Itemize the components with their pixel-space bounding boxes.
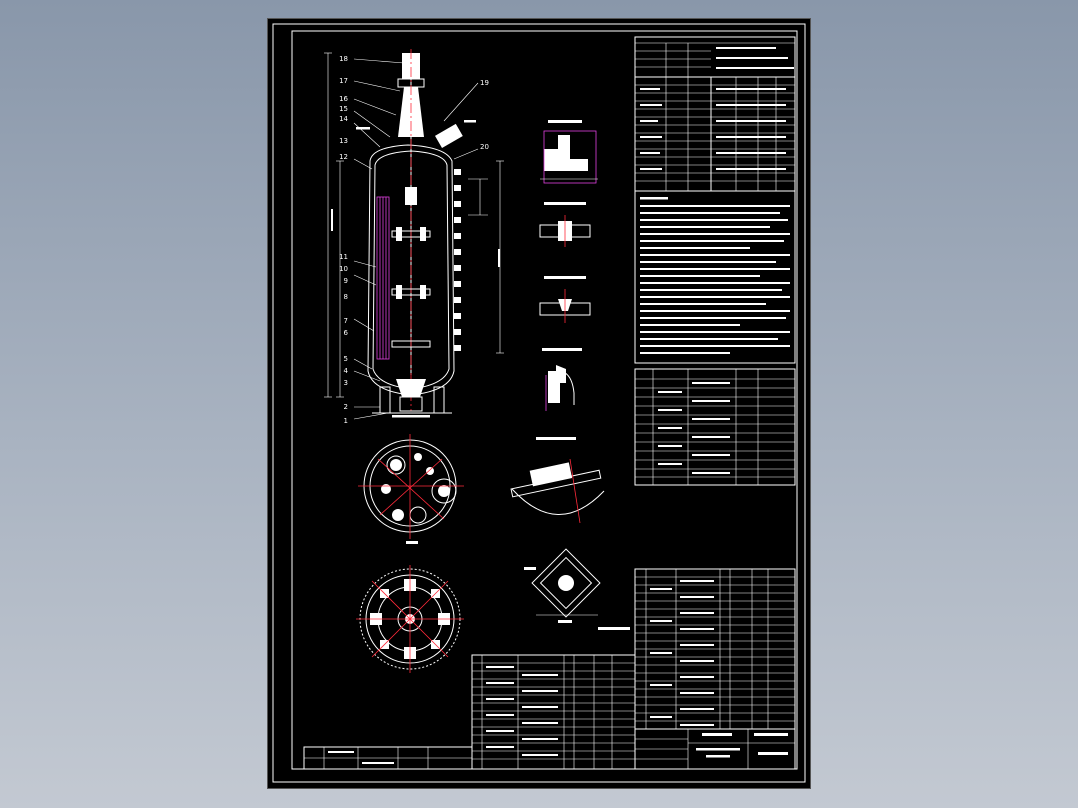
part-no-12: 12 bbox=[339, 153, 348, 161]
part-no-18: 18 bbox=[339, 55, 348, 63]
cad-drawing-sheet: 18 17 16 15 14 13 12 11 10 9 8 7 6 5 4 3… bbox=[268, 19, 810, 788]
part-no-20: 20 bbox=[480, 143, 489, 151]
part-no-1: 1 bbox=[344, 417, 348, 425]
part-no-8: 8 bbox=[344, 293, 348, 301]
part-no-4: 4 bbox=[344, 367, 349, 375]
part-no-2: 2 bbox=[344, 403, 348, 411]
part-no-9: 9 bbox=[344, 277, 348, 285]
part-no-13: 13 bbox=[339, 137, 348, 145]
part-no-11: 11 bbox=[339, 253, 348, 261]
title-block bbox=[634, 728, 796, 770]
detail-views bbox=[510, 120, 630, 630]
jacket-coils bbox=[454, 169, 461, 351]
annotation-marks bbox=[331, 120, 500, 418]
bottom-plan-view bbox=[356, 565, 464, 673]
vessel-elevation-view bbox=[324, 49, 504, 420]
part-no-3: 3 bbox=[344, 379, 348, 387]
part-no-15: 15 bbox=[339, 105, 348, 113]
part-no-16: 16 bbox=[339, 95, 348, 103]
outer-border bbox=[272, 23, 806, 783]
part-no-10: 10 bbox=[339, 265, 348, 273]
parts-list-table bbox=[303, 568, 796, 770]
part-no-7: 7 bbox=[344, 317, 348, 325]
technical-specs-block bbox=[634, 36, 796, 486]
part-no-14: 14 bbox=[339, 115, 348, 123]
part-no-5: 5 bbox=[344, 355, 348, 363]
part-no-19: 19 bbox=[480, 79, 489, 87]
top-plan-view bbox=[358, 434, 464, 544]
part-number-labels: 18 17 16 15 14 13 12 11 10 9 8 7 6 5 4 3… bbox=[339, 55, 489, 425]
part-no-17: 17 bbox=[339, 77, 348, 85]
part-no-6: 6 bbox=[344, 329, 349, 337]
